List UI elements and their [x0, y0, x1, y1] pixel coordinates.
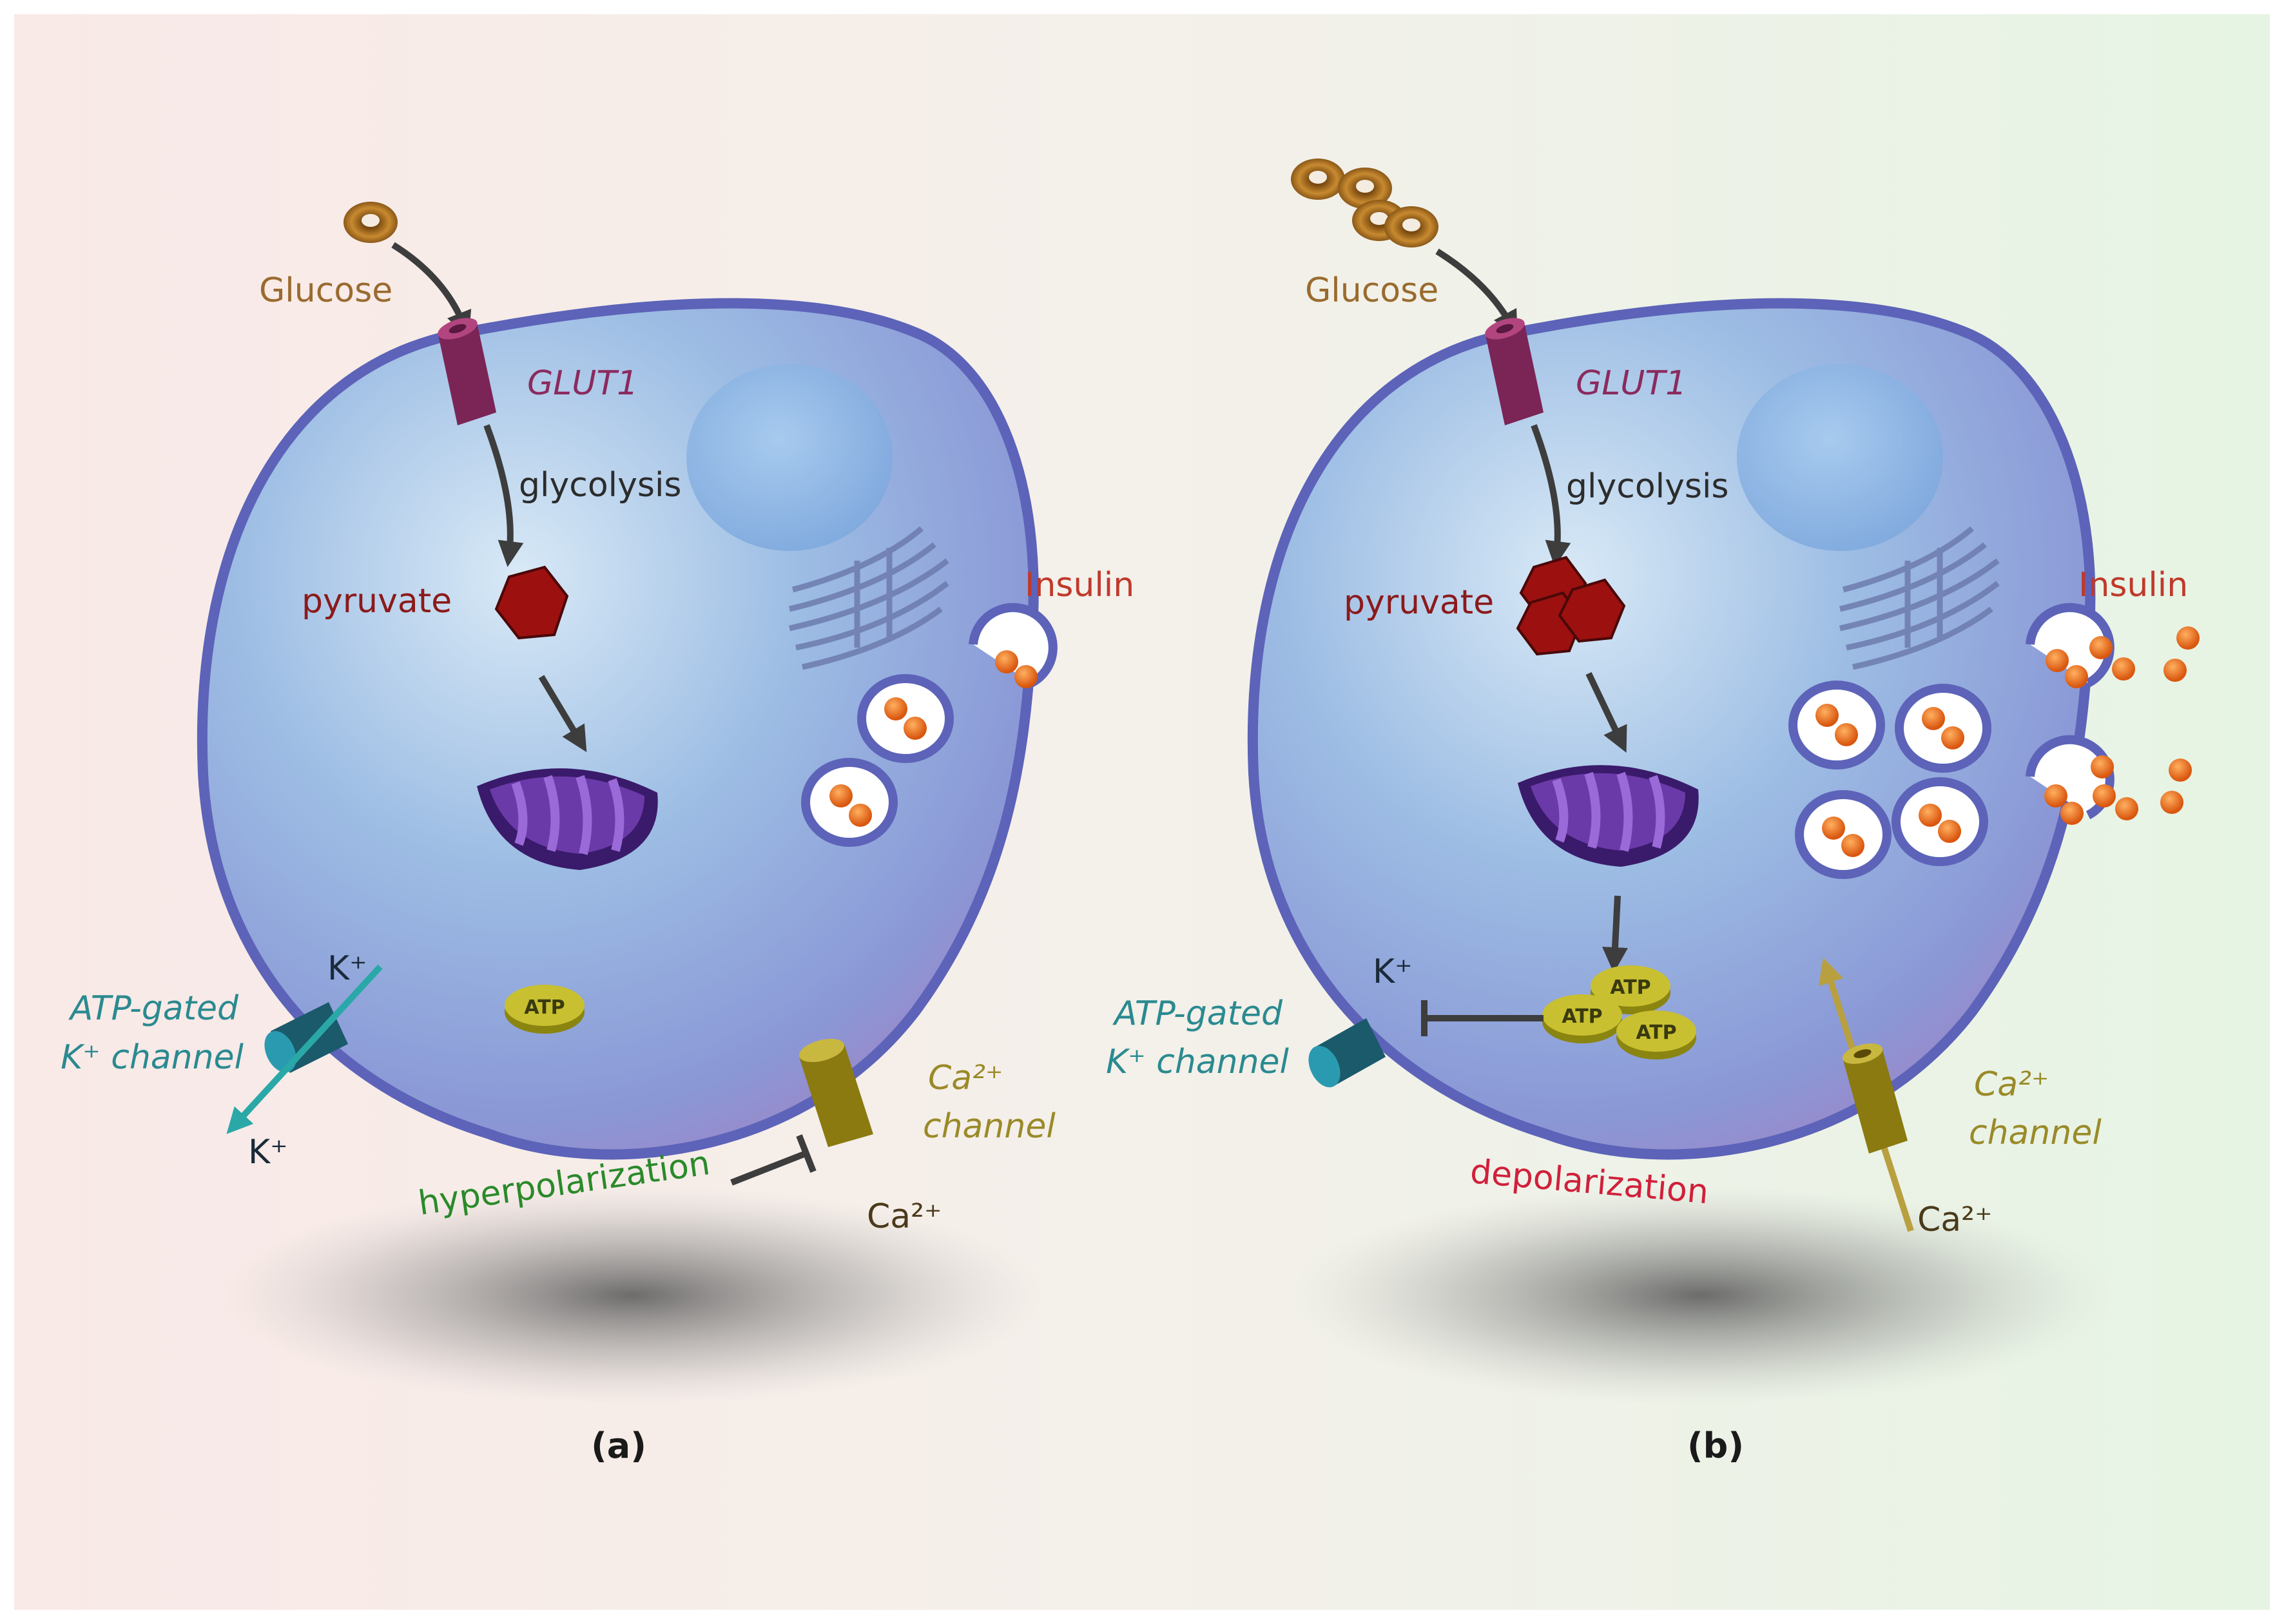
insulin-label: Insulin — [1025, 566, 1134, 604]
ca-ion-label: Ca²⁺ — [867, 1197, 942, 1236]
atp-label: ATP — [1562, 1005, 1602, 1028]
glycolysis-arrow — [1531, 424, 1571, 567]
ca-channel-label-line2: channel — [923, 1107, 1056, 1146]
mitochondrion — [1518, 765, 1699, 867]
mitochondria-to-atp-arrow — [1602, 895, 1628, 973]
endoplasmic-reticulum — [1839, 526, 2000, 670]
ca-channel-label-line2: channel — [1969, 1114, 2102, 1152]
glut1-label: GLUT1 — [1576, 364, 1687, 403]
pyruvate-label: pyruvate — [1344, 583, 1494, 622]
glut1-transporter — [438, 318, 496, 425]
pyruvate-to-mitochondria-arrow — [1585, 672, 1627, 753]
insulin-vesicles — [801, 603, 1058, 847]
panel-b-caption: (b) — [1687, 1426, 1744, 1466]
glucose-uptake-arrow — [391, 242, 472, 338]
glucose-molecule — [344, 202, 398, 243]
insulin-label: Insulin — [2078, 566, 2188, 604]
glycolysis-label: glycolysis — [519, 466, 681, 505]
k-efflux-arrow — [226, 964, 383, 1134]
endoplasmic-reticulum — [788, 526, 949, 670]
k-channel-label-line2: K⁺ channel — [61, 1038, 244, 1077]
nucleus — [1737, 364, 1943, 551]
panel-b: Glucose GLUT1 glycolysis pyruvate — [1106, 159, 2200, 1466]
pyruvate-molecule — [494, 565, 569, 640]
nucleus — [686, 364, 893, 551]
ca-channel — [1842, 1043, 1908, 1154]
atp-molecule — [505, 985, 585, 1034]
insulin-vesicles — [1788, 603, 2115, 879]
ca-channel — [798, 1038, 873, 1147]
atp-label: ATP — [1610, 976, 1650, 999]
k-ion-top-label: K⁺ — [1373, 952, 1413, 991]
glut1-transporter — [1485, 318, 1544, 425]
panel-a: Glucose GLUT1 glycolysis pyruvate ATP — [61, 202, 1134, 1466]
k-channel-label-line2: K⁺ channel — [1106, 1043, 1289, 1081]
panel-a-caption: (a) — [591, 1426, 646, 1466]
ca-channel-inhibition — [730, 1134, 817, 1186]
glucose-label: Glucose — [1305, 271, 1438, 310]
glucose-molecules — [1291, 159, 1438, 247]
pyruvate-molecules — [1516, 556, 1626, 656]
glut1-label: GLUT1 — [527, 364, 638, 403]
k-ion-bottom-label: K⁺ — [248, 1133, 288, 1172]
ca-channel-label-line1: Ca²⁺ — [928, 1059, 1003, 1097]
k-ion-top-label: K⁺ — [327, 949, 367, 988]
released-insulin-granules — [2089, 626, 2200, 820]
k-channel-inhibition — [1421, 1000, 1544, 1036]
k-channel-label-line1: ATP-gated — [68, 989, 239, 1028]
glycolysis-label: glycolysis — [1566, 467, 1728, 506]
k-channel-label-line1: ATP-gated — [1112, 994, 1283, 1033]
cell-shadow — [1289, 1186, 2114, 1405]
ca-ion-label: Ca²⁺ — [1917, 1201, 1992, 1239]
glycolysis-arrow — [483, 424, 524, 567]
k-atp-channel — [1308, 1018, 1386, 1088]
atp-label: ATP — [524, 996, 565, 1019]
ca-channel-label-line1: Ca²⁺ — [1974, 1065, 2049, 1104]
mitochondrion — [477, 768, 658, 870]
pyruvate-label: pyruvate — [302, 582, 452, 621]
atp-molecules — [1542, 965, 1696, 1059]
glucose-uptake-arrow — [1435, 248, 1518, 337]
pyruvate-to-mitochondria-arrow — [538, 675, 587, 753]
atp-label: ATP — [1636, 1021, 1676, 1044]
glucose-label: Glucose — [259, 271, 392, 310]
cell-shadow — [219, 1186, 1044, 1405]
